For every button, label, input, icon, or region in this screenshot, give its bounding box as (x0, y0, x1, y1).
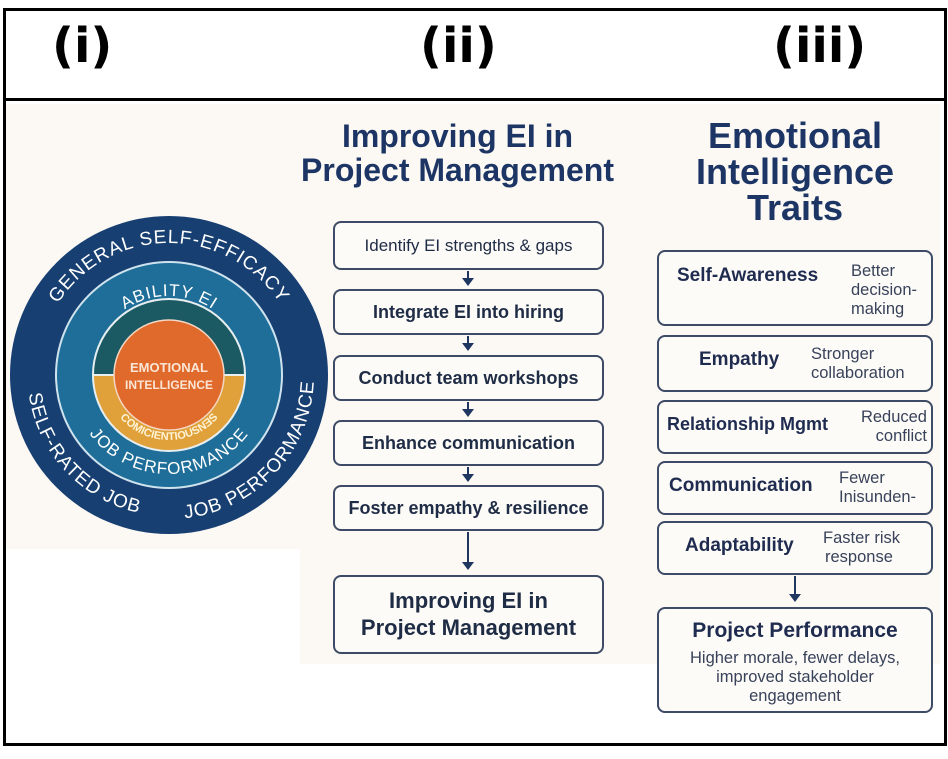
trait-effect-line: Fewer (839, 469, 885, 487)
step-box: Integrate EI into hiring (333, 289, 604, 335)
panel-ii-title-line2: Project Management (301, 151, 614, 188)
trait-effect: Stronger collaboration (811, 345, 905, 383)
trait-name: Empathy (699, 349, 780, 370)
step-label: Conduct team workshops (358, 367, 579, 388)
panel-label-iii: (iii) (773, 18, 867, 74)
panel-iii-title: Emotional Intelligence Traits (655, 118, 935, 226)
outcome-line2: Project Management (360, 614, 577, 640)
ei-circle-diagram: GENERAL SELF-EFFICACY SELF-RATED JOB JOB… (10, 216, 328, 534)
panel-iii-title-line2: Intelligence (695, 151, 895, 192)
trait-effect-line: Faster risk (823, 529, 901, 547)
arrow-down-icon (462, 467, 474, 482)
trait-effect: Reduced conflict (853, 408, 927, 446)
header-divider (3, 98, 947, 101)
trait-effect-line: making (851, 299, 905, 318)
trait-effect-line: Reduced (860, 408, 927, 426)
trait-name: Communication (669, 475, 813, 496)
step-label: Integrate EI into hiring (372, 301, 564, 322)
arrow-down-icon (789, 576, 801, 602)
outcome-box: Improving EI in Project Management (333, 575, 604, 654)
trait-name: Self-Awareness (677, 265, 819, 286)
trait-effect-line: Better (851, 262, 896, 280)
panel-label-i: (i) (52, 18, 113, 74)
arrow-down-icon (462, 336, 474, 351)
trait-effect-line: conflict (875, 426, 927, 445)
trait-effect-line: collaboration (811, 363, 905, 382)
panel-label-ii: (ii) (420, 18, 497, 74)
trait-effect: Fewer Inisunden- (839, 469, 916, 507)
outcome-line: Higher morale, fewer delays, (689, 649, 900, 667)
trait-effect-line: Stronger (811, 345, 875, 363)
arrow-down-icon (462, 532, 474, 570)
step-label: Enhance communication (361, 432, 576, 453)
outcome-line1: Improving EI in (389, 588, 548, 614)
trait-effect-line: response (825, 547, 893, 566)
step-box: Enhance communication (333, 420, 604, 466)
trait-box-adaptability: Adaptability Faster risk response (657, 521, 933, 575)
outcome-description: Higher morale, fewer delays, improved st… (659, 649, 931, 706)
trait-box-relationship-mgmt: Relationship Mgmt Reduced conflict (657, 400, 933, 454)
panel-iii-title-line1: Emotional (707, 115, 882, 156)
outcome-box-project-performance: Project Performance Higher morale, fewer… (657, 607, 933, 713)
arrow-down-icon (462, 402, 474, 417)
arrow-down-icon (462, 271, 474, 286)
panel-iii-title-line3: Traits (746, 187, 844, 228)
trait-effect-line: Inisunden- (839, 487, 917, 506)
step-box: Foster empathy & resilience (333, 485, 604, 531)
outcome-line: improved stakeholder (716, 667, 874, 686)
step-label: Identify EI strengths & gaps (364, 235, 573, 255)
trait-name: Relationship Mgmt (667, 414, 828, 434)
step-box: Identify EI strengths & gaps (333, 221, 604, 270)
trait-name: Adaptability (685, 535, 794, 556)
panel-ii-title-line1: Improving EI in (341, 118, 574, 154)
core-text-line1: EMOTIONAL (130, 360, 208, 375)
trait-box-communication: Communication Fewer Inisunden- (657, 461, 933, 515)
outcome-line: engagement (749, 686, 841, 705)
trait-box-empathy: Empathy Stronger collaboration (657, 335, 933, 392)
figure-frame (3, 8, 947, 746)
step-box: Conduct team workshops (333, 355, 604, 401)
trait-effect: Better decision- making (851, 262, 917, 319)
outcome-title: Project Performance (692, 619, 898, 642)
core-text-line2: INTELLIGENCE (125, 378, 213, 392)
trait-effect: Faster risk response (823, 529, 900, 567)
panel-ii-title: Improving EI in Project Management (285, 118, 630, 188)
trait-effect-line: decision- (851, 280, 918, 299)
trait-box-self-awareness: Self-Awareness Better decision- making (657, 250, 933, 326)
step-label: Foster empathy & resilience (348, 497, 589, 518)
core-circle (113, 319, 225, 431)
